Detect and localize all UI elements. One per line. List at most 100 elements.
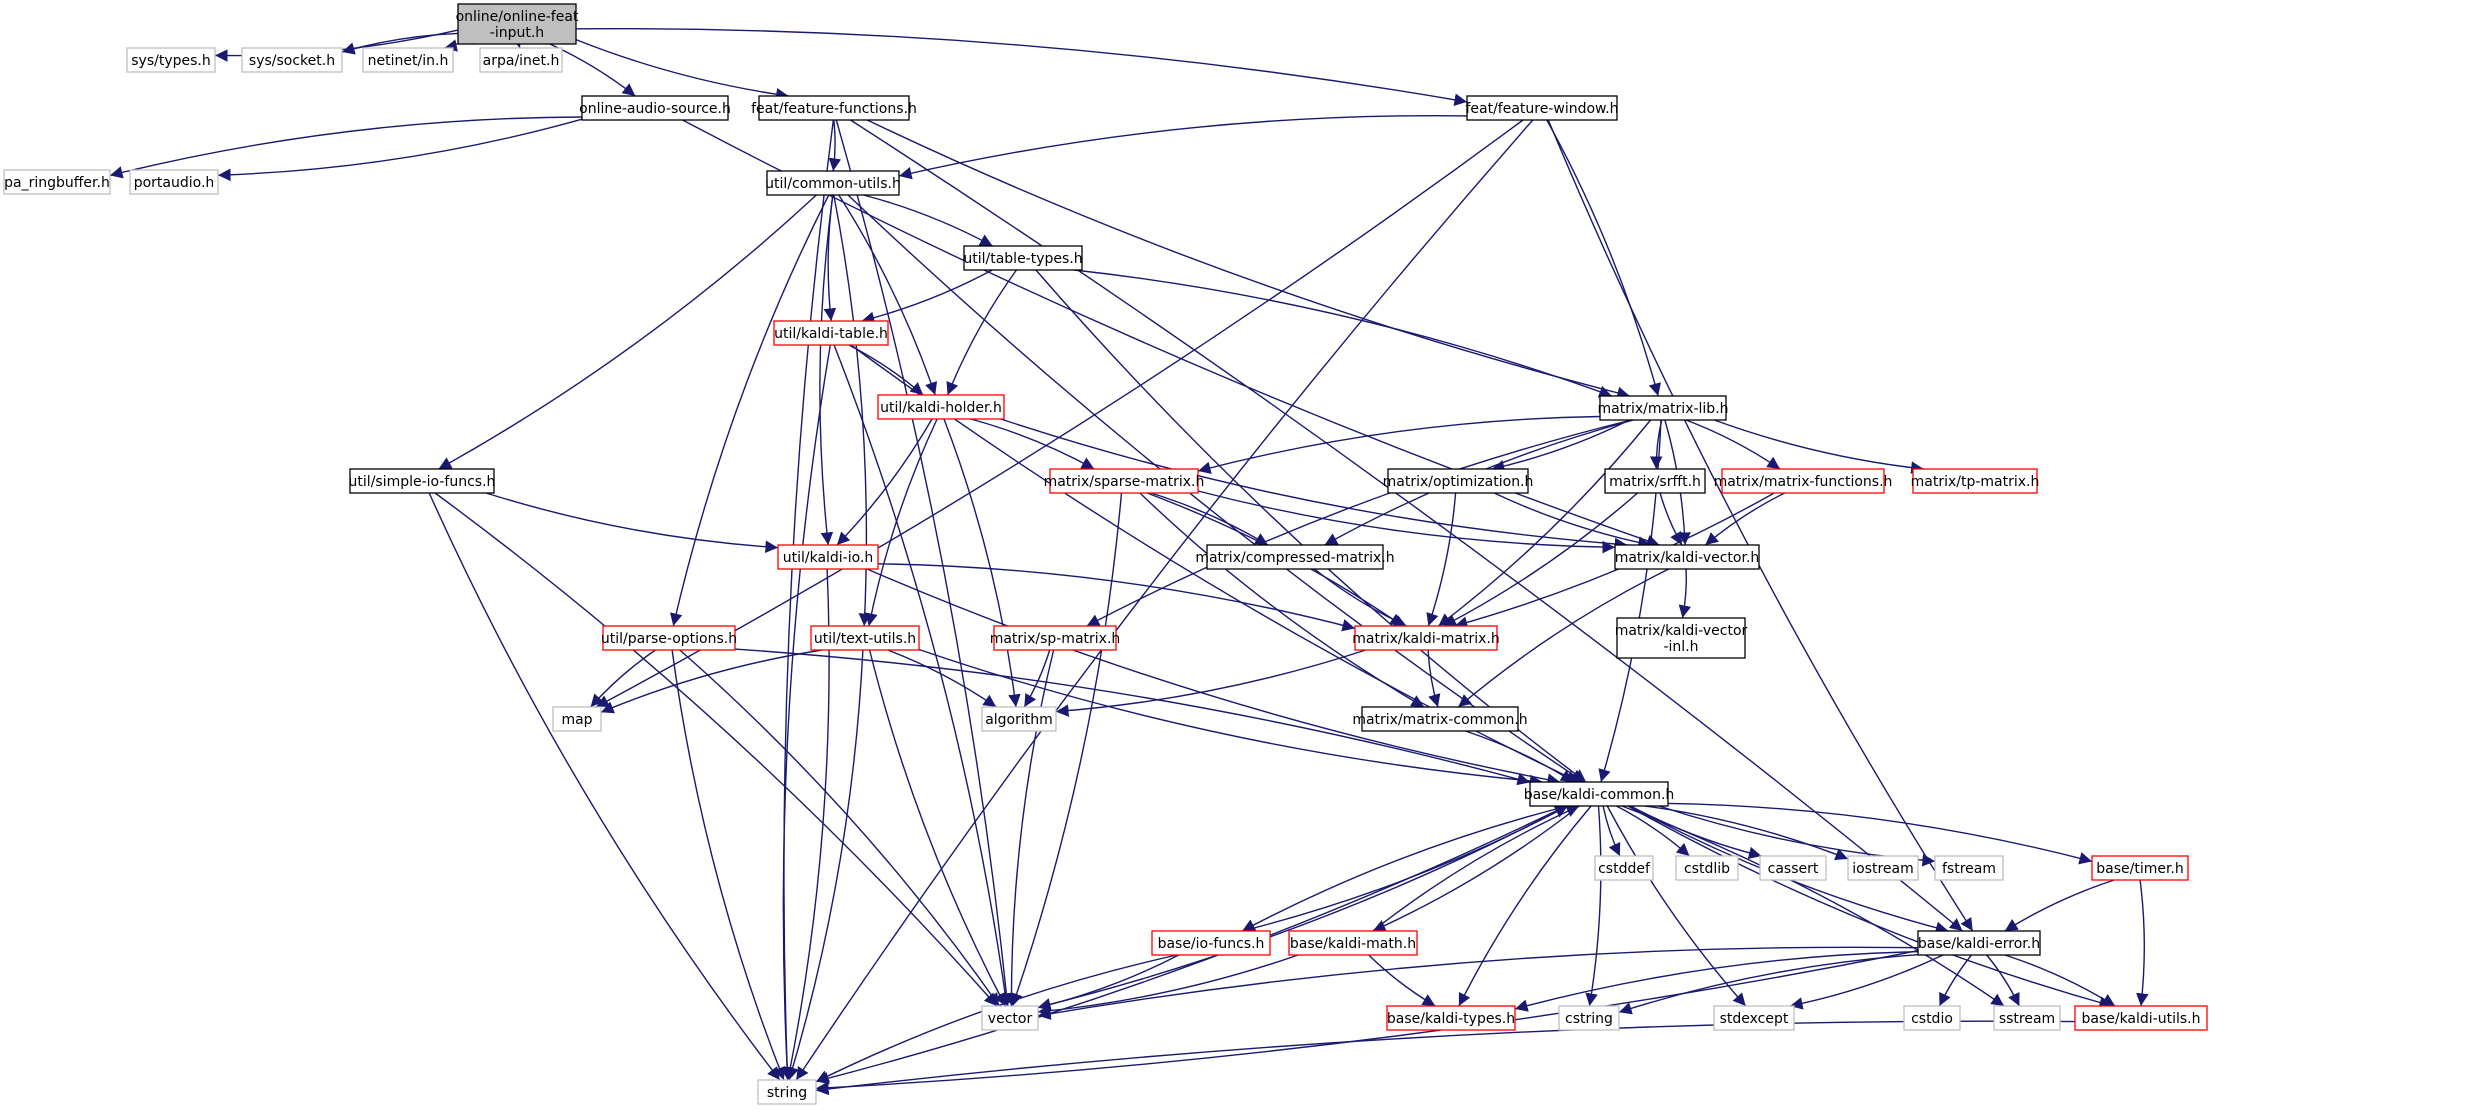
- node-kaldi-error[interactable]: base/kaldi-error.h: [1917, 930, 2041, 956]
- node-box: [1206, 544, 1384, 570]
- edge-feat_functions-to-vector: [835, 119, 1013, 1007]
- edge-kaldi_error-to-kaldi_utils: [2004, 954, 2116, 1007]
- edge-kaldi_holder-to-kaldi_vector: [1000, 418, 1628, 551]
- node-tp-matrix[interactable]: matrix/tp-matrix.h: [1911, 468, 2040, 494]
- node-kaldi-math[interactable]: base/kaldi-math.h: [1288, 930, 1418, 956]
- node-arpa-inet: arpa/inet.h: [479, 47, 563, 73]
- node-matrix-functions[interactable]: matrix/matrix-functions.h: [1714, 468, 1893, 494]
- node-box: [981, 706, 1057, 732]
- node-sparse-matrix[interactable]: matrix/sparse-matrix.h: [1044, 468, 1205, 494]
- node-box: [1616, 617, 1746, 659]
- node-box: [1912, 468, 2038, 494]
- node-kaldi-matrix[interactable]: matrix/kaldi-matrix.h: [1352, 625, 1500, 651]
- edge-sparse_matrix-to-matrix_common: [1139, 492, 1425, 708]
- edge-kaldi_common-to-string: [815, 805, 1567, 1085]
- node-vector: vector: [981, 1005, 1039, 1031]
- node-label: base/kaldi-error.h: [1918, 936, 2040, 952]
- node-kaldi-holder[interactable]: util/kaldi-holder.h: [877, 394, 1005, 420]
- edge-simple_io-to-vector: [434, 492, 998, 1007]
- node-label: util/simple-io-funcs.h: [349, 474, 496, 490]
- node-box: [1993, 1005, 2061, 1031]
- node-label: matrix/matrix-functions.h: [1714, 474, 1893, 490]
- edge-text_utils-to-string: [786, 649, 864, 1081]
- node-label: base/kaldi-types.h: [1387, 1011, 1515, 1027]
- edge-kaldi_common-to-cstddef: [1602, 805, 1621, 857]
- edge-feat_window-to-matrix_lib: [1546, 119, 1661, 397]
- edge-matrix_common-to-kaldi_common: [1465, 730, 1574, 783]
- edge-io_funcs-to-kaldi_common: [1242, 805, 1569, 932]
- node-box: [1917, 930, 2041, 956]
- edge-text_utils-to-map: [600, 649, 823, 714]
- node-label: stdexcept: [1720, 1011, 1789, 1027]
- node-kaldi-table[interactable]: util/kaldi-table.h: [773, 320, 889, 346]
- node-box: [993, 625, 1117, 651]
- node-algorithm: algorithm: [981, 706, 1057, 732]
- edge-optimization-to-kaldi_matrix: [1426, 492, 1457, 627]
- node-optimization[interactable]: matrix/optimization.h: [1383, 468, 1534, 494]
- edge-kaldi_table-to-string: [780, 344, 831, 1081]
- node-label: matrix/optimization.h: [1383, 474, 1534, 490]
- node-table-types[interactable]: util/table-types.h: [963, 245, 1083, 271]
- node-online-audio[interactable]: online-audio-source.h: [579, 95, 731, 121]
- node-box: [1354, 625, 1498, 651]
- node-matrix-common[interactable]: matrix/matrix-common.h: [1352, 706, 1528, 732]
- node-label: netinet/in.h: [368, 53, 449, 69]
- node-kaldi-vector-inl[interactable]: matrix/kaldi-vector-inl.h: [1615, 617, 1748, 659]
- node-box: [1599, 395, 1727, 421]
- node-kaldi-utils[interactable]: base/kaldi-utils.h: [2074, 1005, 2208, 1031]
- edge-kaldi_error-to-sstream: [1986, 954, 2020, 1007]
- node-box: [1049, 468, 1199, 494]
- edge-text_utils-to-kaldi_common: [918, 648, 1543, 788]
- node-label: base/io-funcs.h: [1158, 936, 1265, 952]
- edge-online_audio-to-portaudio: [217, 118, 583, 182]
- node-box: [1151, 930, 1271, 956]
- edge-kaldi_common-to-timer: [1667, 802, 2093, 865]
- node-box: [602, 625, 736, 651]
- edge-matrix_lib-to-kaldi_matrix: [1437, 419, 1652, 627]
- node-kaldi-common[interactable]: base/kaldi-common.h: [1524, 781, 1675, 807]
- node-sstream: sstream: [1993, 1005, 2061, 1031]
- node-io-funcs[interactable]: base/io-funcs.h: [1151, 930, 1271, 956]
- node-cstdio: cstdio: [1903, 1005, 1961, 1031]
- edge-kaldi_matrix-to-matrix_common: [1427, 649, 1441, 708]
- node-sp-matrix[interactable]: matrix/sp-matrix.h: [990, 625, 1121, 651]
- node-root[interactable]: online/online-feat-input.h: [456, 3, 579, 45]
- node-box: [126, 47, 216, 73]
- edge-table_types-to-matrix_lib: [1074, 269, 1613, 398]
- node-kaldi-io[interactable]: util/kaldi-io.h: [777, 544, 879, 570]
- node-label: map: [561, 712, 592, 728]
- edge-matrix_lib-to-tp_matrix: [1714, 419, 1924, 474]
- node-kaldi-vector[interactable]: matrix/kaldi-vector.h: [1614, 544, 1760, 570]
- node-text-utils[interactable]: util/text-utils.h: [810, 625, 920, 651]
- edge-sparse_matrix-to-compressed_matrix: [1150, 492, 1269, 546]
- node-kaldi-types[interactable]: base/kaldi-types.h: [1386, 1005, 1516, 1031]
- node-label: matrix/srfft.h: [1609, 474, 1701, 490]
- node-srfft[interactable]: matrix/srfft.h: [1604, 468, 1706, 494]
- node-box: [773, 320, 889, 346]
- node-label: matrix/sp-matrix.h: [990, 631, 1121, 647]
- node-box: [581, 95, 729, 121]
- edge-table_types-to-kaldi_table: [861, 269, 993, 324]
- edge-matrix_lib-to-matrix_functions: [1685, 419, 1781, 470]
- node-label: matrix/kaldi-vector.h: [1615, 550, 1760, 566]
- node-box: [1847, 855, 1919, 881]
- node-box: [349, 468, 495, 494]
- node-box: [777, 544, 879, 570]
- node-label: matrix/kaldi-matrix.h: [1352, 631, 1499, 647]
- node-netinet-in: netinet/in.h: [362, 47, 454, 73]
- edge-online_audio-to-pa_ringbuffer: [109, 116, 583, 179]
- node-label: base/timer.h: [2096, 861, 2184, 877]
- node-simple-io[interactable]: util/simple-io-funcs.h: [349, 468, 496, 494]
- node-compressed-matrix[interactable]: matrix/compressed-matrix.h: [1195, 544, 1395, 570]
- node-box: [877, 394, 1005, 420]
- node-feat-window[interactable]: feat/feature-window.h: [1465, 95, 1619, 121]
- node-common-utils[interactable]: util/common-utils.h: [765, 170, 901, 196]
- node-label: util/kaldi-table.h: [774, 326, 888, 342]
- node-feat-functions[interactable]: feat/feature-functions.h: [751, 95, 917, 121]
- node-timer[interactable]: base/timer.h: [2091, 855, 2189, 881]
- node-parse-options[interactable]: util/parse-options.h: [601, 625, 737, 651]
- node-matrix-lib[interactable]: matrix/matrix-lib.h: [1597, 395, 1729, 421]
- edge-sp_matrix-to-vector: [1005, 649, 1055, 1007]
